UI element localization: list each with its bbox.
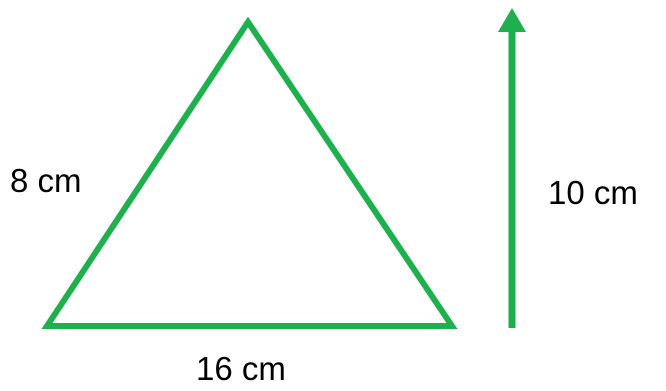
height-label: 10 cm [548, 174, 638, 211]
triangle-shape [41, 16, 458, 329]
height-arrow-head [498, 8, 526, 32]
side-length-label: 8 cm [10, 162, 82, 199]
base-length-label: 16 cm [196, 350, 286, 387]
